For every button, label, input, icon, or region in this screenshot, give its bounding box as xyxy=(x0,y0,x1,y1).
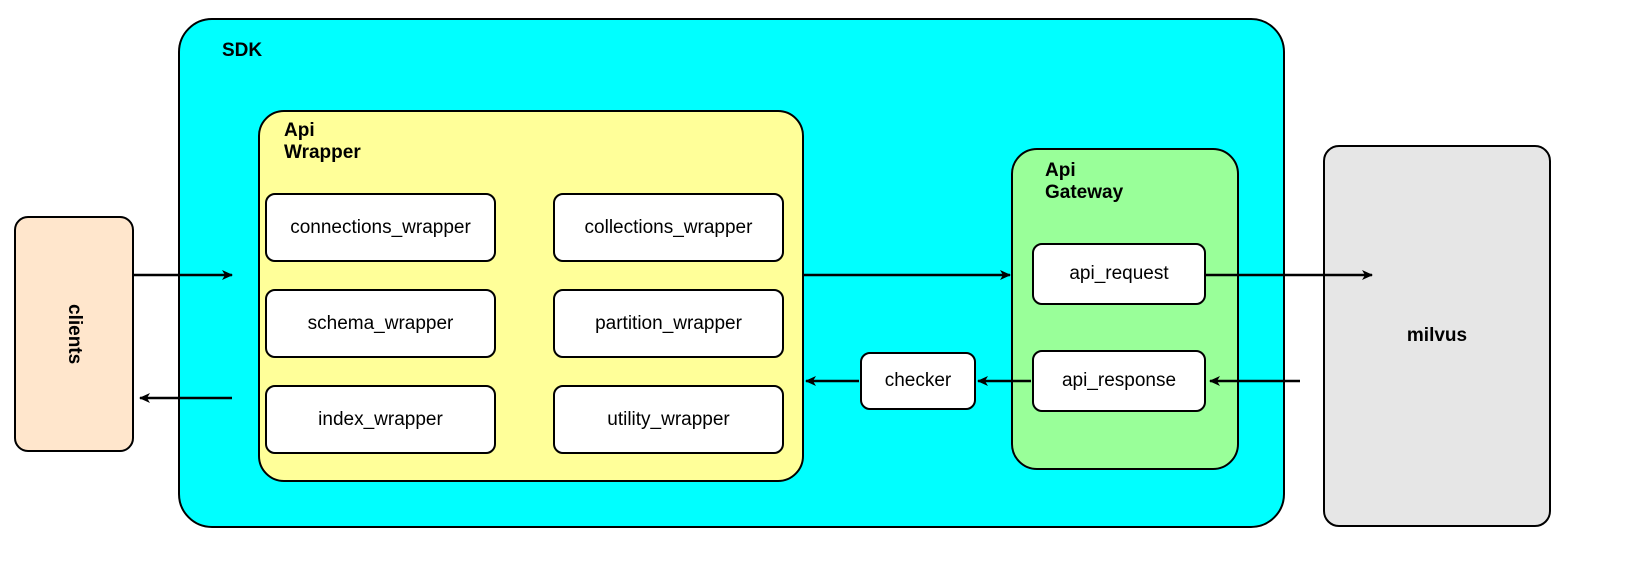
node-collections-wrapper[interactable]: collections_wrapper xyxy=(553,193,784,262)
node-milvus[interactable]: milvus xyxy=(1323,145,1551,527)
container-api-gateway-label: Api Gateway xyxy=(1045,160,1124,204)
node-clients[interactable]: clients xyxy=(14,216,134,452)
node-label: api_response xyxy=(1061,370,1177,391)
node-label: api_request xyxy=(1069,263,1169,284)
node-label: index_wrapper xyxy=(318,408,443,430)
node-label: checker xyxy=(884,370,952,391)
node-index-wrapper[interactable]: index_wrapper xyxy=(265,385,496,454)
container-api-wrapper-label: Api Wrapper xyxy=(284,120,361,164)
node-label: utility_wrapper xyxy=(607,408,730,430)
node-schema-wrapper[interactable]: schema_wrapper xyxy=(265,289,496,358)
node-api-response[interactable]: api_response xyxy=(1032,350,1206,412)
node-utility-wrapper[interactable]: utility_wrapper xyxy=(553,385,784,454)
node-label: milvus xyxy=(1406,325,1468,346)
container-sdk-label: SDK xyxy=(222,40,263,61)
node-connections-wrapper[interactable]: connections_wrapper xyxy=(265,193,496,262)
node-label: schema_wrapper xyxy=(307,312,454,334)
node-partition-wrapper[interactable]: partition_wrapper xyxy=(553,289,784,358)
node-label: clients xyxy=(64,303,85,365)
node-api-request[interactable]: api_request xyxy=(1032,243,1206,305)
node-label: collections_wrapper xyxy=(584,216,753,238)
node-label: partition_wrapper xyxy=(595,312,742,334)
container-api-gateway[interactable]: Api Gateway xyxy=(1011,148,1239,470)
node-label: connections_wrapper xyxy=(290,216,471,238)
node-checker[interactable]: checker xyxy=(860,352,976,410)
